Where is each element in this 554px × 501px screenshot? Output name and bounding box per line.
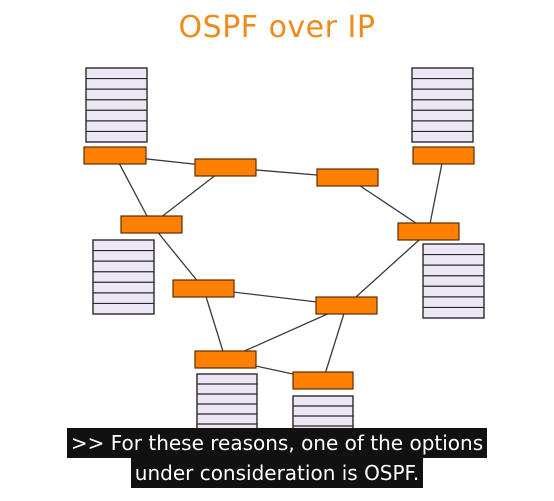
routing-table-t2 [411,67,474,143]
routing-table-t5 [196,373,258,435]
router-r9 [292,371,354,390]
link-r7-r8 [202,288,227,360]
router-r7 [172,279,235,298]
router-r1 [83,146,147,165]
router-r10 [412,146,475,165]
page-title: OSPF over IP [178,10,376,45]
link-r1-r4 [114,155,153,225]
network-links [114,154,445,382]
subtitle-caption: >> For these reasons, one of the options… [0,428,554,488]
caption-line-2: under consideration is OSPF. [130,458,424,488]
router-r5 [397,222,460,241]
router-r6 [315,296,378,315]
router-r2 [194,158,257,177]
routing-tables [85,67,485,457]
router-r8 [194,350,257,369]
routing-table-t3 [92,239,155,315]
routers [83,146,475,390]
link-r5-r10 [427,155,445,232]
routing-table-t1 [85,67,148,143]
link-r2-r4 [151,166,226,226]
router-r4 [120,215,183,234]
routing-table-t4 [422,243,485,319]
link-r5-r6 [346,231,429,306]
link-r4-r7 [150,224,205,289]
caption-line-1: >> For these reasons, one of the options [66,428,488,458]
link-r6-r9 [322,305,348,381]
router-r3 [316,168,379,187]
